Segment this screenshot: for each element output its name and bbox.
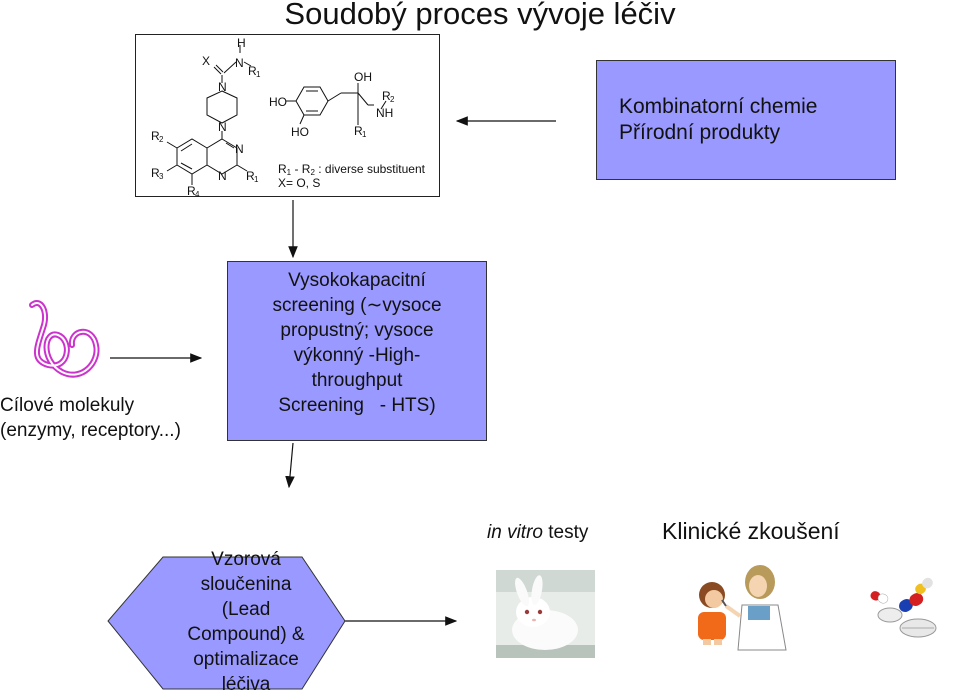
x-definition-note: X= O, S (278, 176, 320, 190)
protein-ribbon-icon (29, 300, 100, 378)
r3-label: R (151, 166, 160, 180)
r4-label: R (187, 184, 196, 198)
hts-line: screening (∼vysoce (272, 295, 442, 316)
pills-icon (870, 577, 937, 638)
lead-compound-hexagon (107, 556, 346, 690)
r4-sub: 4 (195, 190, 200, 198)
r1-right-sub: 1 (362, 130, 367, 139)
lead-line: (Lead (221, 599, 271, 620)
ho-label-2: HO (291, 125, 309, 139)
n-quin-2: N (218, 169, 227, 183)
r2-right-sub: 2 (390, 95, 395, 104)
r1-top-label: R (248, 64, 257, 78)
hts-box: Vysokokapacitní screening (∼vysoce propu… (227, 261, 487, 441)
lead-line: léčiva (221, 674, 271, 695)
in-vitro-italic: in vitro (487, 522, 543, 543)
n-pip-top: N (218, 80, 227, 94)
h-atom: H (237, 36, 246, 50)
r1-top-sub: 1 (256, 70, 261, 79)
hts-line: výkonný -High- (293, 345, 421, 366)
r3-sub: 3 (159, 172, 164, 181)
lead-compound-label: Vzorová sloučenina (Lead Compound) & opt… (150, 547, 342, 697)
hts-line: propustný; vysoce (280, 320, 434, 341)
rabbit-photo (496, 570, 595, 658)
doctor-child-illustration (698, 565, 787, 651)
chemical-structures-panel: X H N R 1 N N N N R 1 R 2 R 3 R 4 HO HO … (135, 34, 440, 199)
in-vitro-tests-label: in vitro testy (487, 522, 588, 544)
lead-line: optimalizace (193, 649, 299, 670)
x-atom: X (202, 54, 210, 68)
clinical-trials-label: Klinické zkoušení (662, 518, 840, 544)
oh-label: OH (354, 70, 372, 84)
r2-sub: 2 (159, 135, 164, 144)
n-quin-1: N (235, 142, 244, 156)
hts-line: Screening - HTS) (278, 395, 436, 416)
compound-sources-box: Kombinatorní chemie Přírodní produkty (596, 60, 896, 180)
natural-products-label: Přírodní produkty (619, 121, 781, 144)
r1-right-label: R (354, 124, 363, 138)
lead-line: Vzorová (211, 549, 281, 570)
page-title: Soudobý proces vývoje léčiv (284, 0, 676, 31)
n-pip-bottom: N (218, 120, 227, 134)
ho-label-1: HO (269, 95, 287, 109)
nh-label: NH (376, 106, 393, 120)
arrow-hts-to-lead (285, 442, 295, 489)
n-atom: N (235, 56, 244, 70)
r2-label: R (151, 129, 160, 143)
r1-quin-sub: 1 (254, 175, 259, 184)
lead-line: Compound) & (187, 624, 305, 645)
combinatorial-chemistry-label: Kombinatorní chemie (619, 95, 818, 118)
chemical-structures-drawing: X H N R 1 N N N N R 1 R 2 R 3 R 4 HO HO … (151, 36, 426, 199)
target-line-2: (enzymy, receptory...) (0, 420, 181, 441)
hts-line: throughput (311, 370, 403, 391)
in-vitro-rest: testy (542, 522, 589, 543)
lead-line: sloučenina (200, 574, 292, 595)
target-molecules-label: Cílové molekuly (enzymy, receptory...) (0, 393, 181, 443)
hts-line: Vysokokapacitní (288, 270, 426, 291)
substituent-note: R1 - R2 : diverse substituent (278, 162, 426, 177)
r1-quin-label: R (246, 169, 255, 183)
target-line-1: Cílové molekuly (0, 395, 135, 416)
r2-right-label: R (382, 89, 391, 103)
